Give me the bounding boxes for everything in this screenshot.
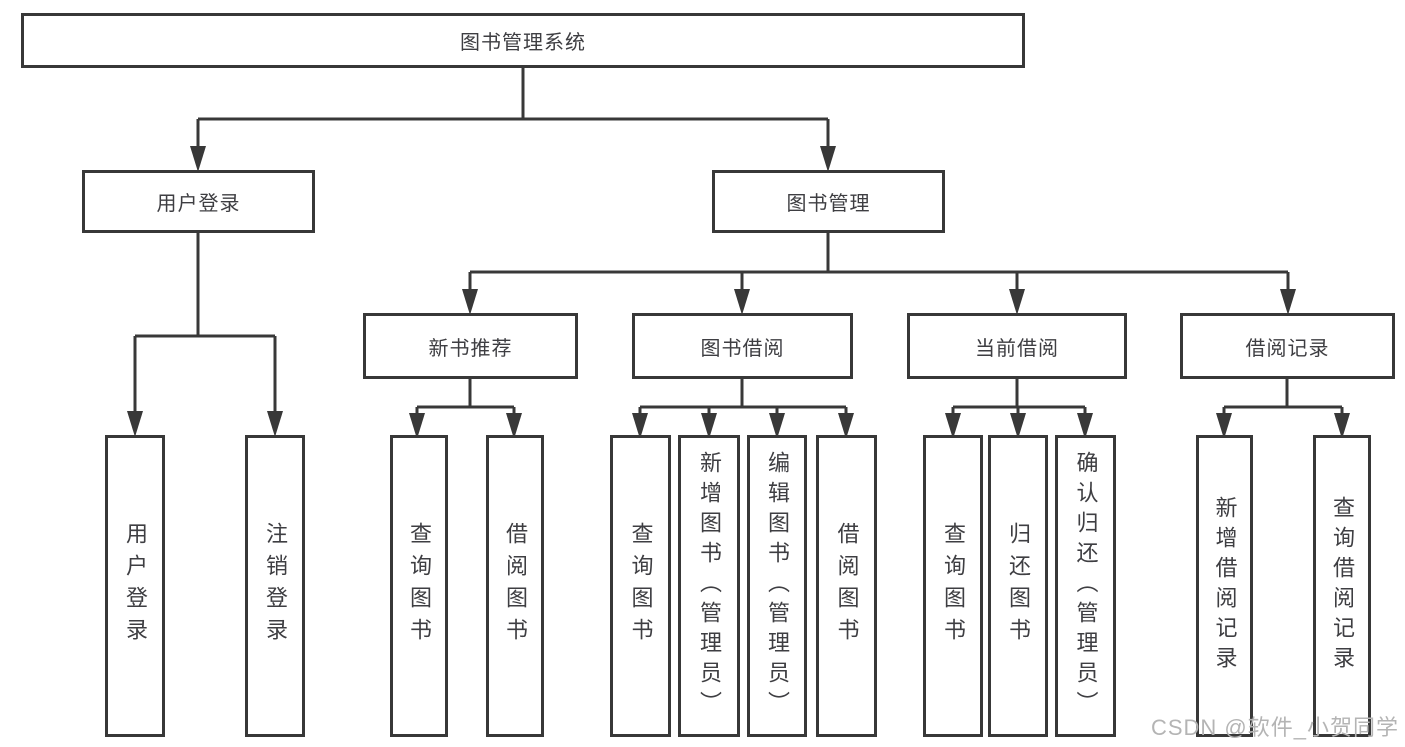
node-label: 当前借阅: [975, 337, 1059, 360]
node-label: 查询图书: [628, 522, 654, 650]
node-label: 图书借阅: [700, 337, 785, 360]
node-label: 编辑图书（管理员）: [765, 451, 790, 721]
leaf-edit-book-admin: 编辑图书（管理员）: [747, 435, 807, 737]
leaf-add-book-admin: 新增图书（管理员）: [678, 435, 740, 737]
node-borrow-records: 借阅记录: [1180, 313, 1395, 379]
node-label: 新增借阅记录: [1212, 496, 1238, 676]
node-label: 查询图书: [941, 522, 966, 650]
node-label: 新增图书（管理员）: [697, 451, 722, 721]
node-label: 图书管理: [786, 193, 871, 215]
leaf-return-books: 归还图书: [988, 435, 1048, 737]
node-label: 注销登录: [263, 522, 288, 650]
leaf-query-books-2: 查询图书: [610, 435, 671, 737]
node-label: 图书管理系统: [460, 32, 586, 54]
node-label: 查询借阅记录: [1330, 496, 1355, 676]
node-label: 借阅图书: [503, 522, 528, 650]
node-label: 用户登录: [156, 193, 241, 215]
csdn-watermark: CSDN @软件_小贺同学: [1150, 715, 1399, 740]
node-new-book-recommend: 新书推荐: [363, 313, 578, 379]
node-label: 新书推荐: [428, 337, 513, 360]
node-label: 用户登录: [123, 522, 148, 650]
node-label: 借阅图书: [834, 522, 860, 650]
node-current-borrow: 当前借阅: [907, 313, 1127, 379]
node-root-system: 图书管理系统: [21, 13, 1025, 68]
node-label: 查询图书: [407, 522, 432, 650]
leaf-query-books-3: 查询图书: [923, 435, 983, 737]
leaf-query-books-1: 查询图书: [390, 435, 448, 737]
leaf-borrow-books-2: 借阅图书: [816, 435, 877, 737]
node-label: 确认归还（管理员）: [1073, 451, 1099, 721]
leaf-confirm-return-admin: 确认归还（管理员）: [1055, 435, 1116, 737]
leaf-borrow-books-1: 借阅图书: [486, 435, 544, 737]
arrowheads: [127, 146, 1350, 439]
leaf-logout: 注销登录: [245, 435, 305, 737]
node-user-login: 用户登录: [82, 170, 315, 233]
node-book-management: 图书管理: [712, 170, 945, 233]
leaf-query-borrow-record: 查询借阅记录: [1313, 435, 1371, 737]
node-label: 归还图书: [1006, 522, 1031, 650]
node-label: 借阅记录: [1245, 337, 1330, 360]
leaf-add-borrow-record: 新增借阅记录: [1196, 435, 1253, 737]
leaf-user-login: 用户登录: [105, 435, 165, 737]
node-book-borrow: 图书借阅: [632, 313, 853, 379]
